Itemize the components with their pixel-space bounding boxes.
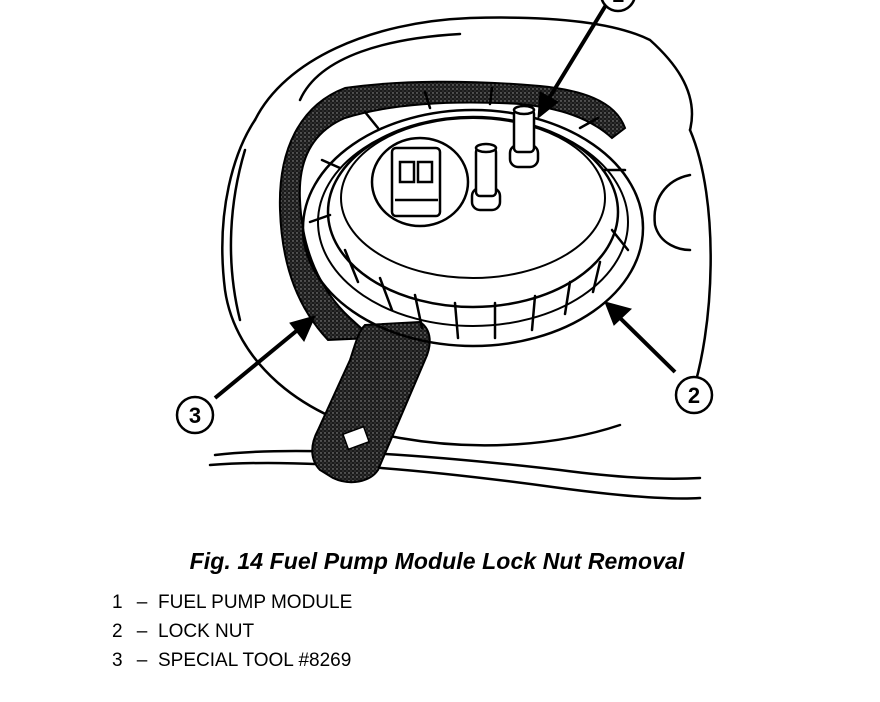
legend-label: SPECIAL TOOL #8269 bbox=[158, 650, 352, 671]
legend-separator: – bbox=[136, 650, 148, 671]
legend-item: 1 – FUEL PUMP MODULE bbox=[112, 588, 352, 617]
legend-label: LOCK NUT bbox=[158, 621, 255, 642]
special-tool bbox=[278, 80, 627, 484]
lock-nut bbox=[301, 86, 645, 348]
legend-number: 2 bbox=[112, 621, 123, 642]
svg-text:3: 3 bbox=[189, 403, 201, 428]
legend-number: 3 bbox=[112, 650, 123, 671]
leader-arrows bbox=[213, 3, 677, 400]
legend: 1 – FUEL PUMP MODULE 2 – LOCK NUT 3 – SP… bbox=[112, 588, 352, 675]
figure-caption: Fig. 14 Fuel Pump Module Lock Nut Remova… bbox=[189, 548, 685, 574]
legend-separator: – bbox=[136, 592, 148, 613]
callout-1: 1 bbox=[600, 0, 636, 13]
fuel-pump-diagram: 1 2 3 bbox=[175, 0, 714, 500]
legend-separator: – bbox=[136, 621, 148, 642]
legend-item: 3 – SPECIAL TOOL #8269 bbox=[112, 646, 352, 675]
fuel-tank-outline bbox=[208, 16, 712, 500]
fuel-pump-module bbox=[370, 104, 540, 228]
callout-2: 2 bbox=[674, 375, 714, 415]
callout-3: 3 bbox=[175, 395, 215, 435]
svg-text:1: 1 bbox=[612, 0, 624, 7]
legend-item: 2 – LOCK NUT bbox=[112, 617, 352, 646]
svg-text:2: 2 bbox=[688, 383, 700, 408]
legend-number: 1 bbox=[112, 592, 123, 613]
legend-label: FUEL PUMP MODULE bbox=[158, 592, 353, 613]
